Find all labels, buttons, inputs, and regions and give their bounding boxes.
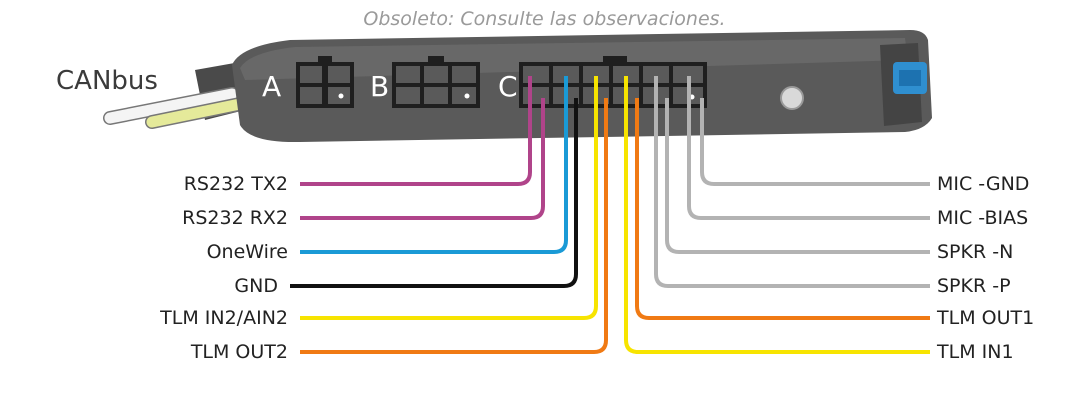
wire-tlm-out1	[635, 98, 930, 320]
port-c-letter: C	[498, 70, 518, 103]
label-tlm-out1: TLM OUT1	[937, 307, 1035, 329]
obsolete-caption: Obsoleto: Consulte las observaciones.	[363, 8, 726, 30]
port-b: B	[370, 56, 480, 108]
label-mic-bias: MIC -BIAS	[937, 207, 1029, 229]
label-spkr-n: SPKR -N	[937, 241, 1014, 263]
wire-onewire	[300, 76, 568, 254]
wire-rs232-rx2	[300, 98, 545, 220]
wire-tlm-in2-ain2	[300, 76, 598, 320]
label-mic-gnd: MIC -GND	[937, 173, 1030, 195]
canbus-label: CANbus	[56, 66, 158, 96]
port-b-letter: B	[370, 70, 389, 103]
port-a: A	[262, 56, 354, 108]
label-rs232-tx2: RS232 TX2	[183, 173, 288, 195]
wire-spkr-n	[665, 98, 930, 254]
wire-gnd	[290, 98, 578, 288]
label-onewire: OneWire	[206, 241, 288, 263]
wire-mic-gnd	[700, 98, 930, 186]
label-tlm-in1: TLM IN1	[937, 341, 1014, 363]
wire-rs232-tx2	[300, 76, 532, 186]
label-rs232-rx2: RS232 RX2	[182, 207, 288, 229]
wire-spkr-p	[654, 76, 930, 288]
wire-tlm-out2	[300, 98, 608, 354]
label-tlm-in2-ain2: TLM IN2/AIN2	[160, 307, 288, 329]
label-tlm-out2: TLM OUT2	[190, 341, 288, 363]
wire-tlm-in1	[624, 76, 930, 354]
label-gnd: GND	[234, 275, 278, 297]
device-led	[780, 86, 804, 110]
label-spkr-p: SPKR -P	[937, 275, 1011, 297]
wire-mic-bias	[687, 76, 930, 220]
port-a-letter: A	[262, 70, 281, 103]
